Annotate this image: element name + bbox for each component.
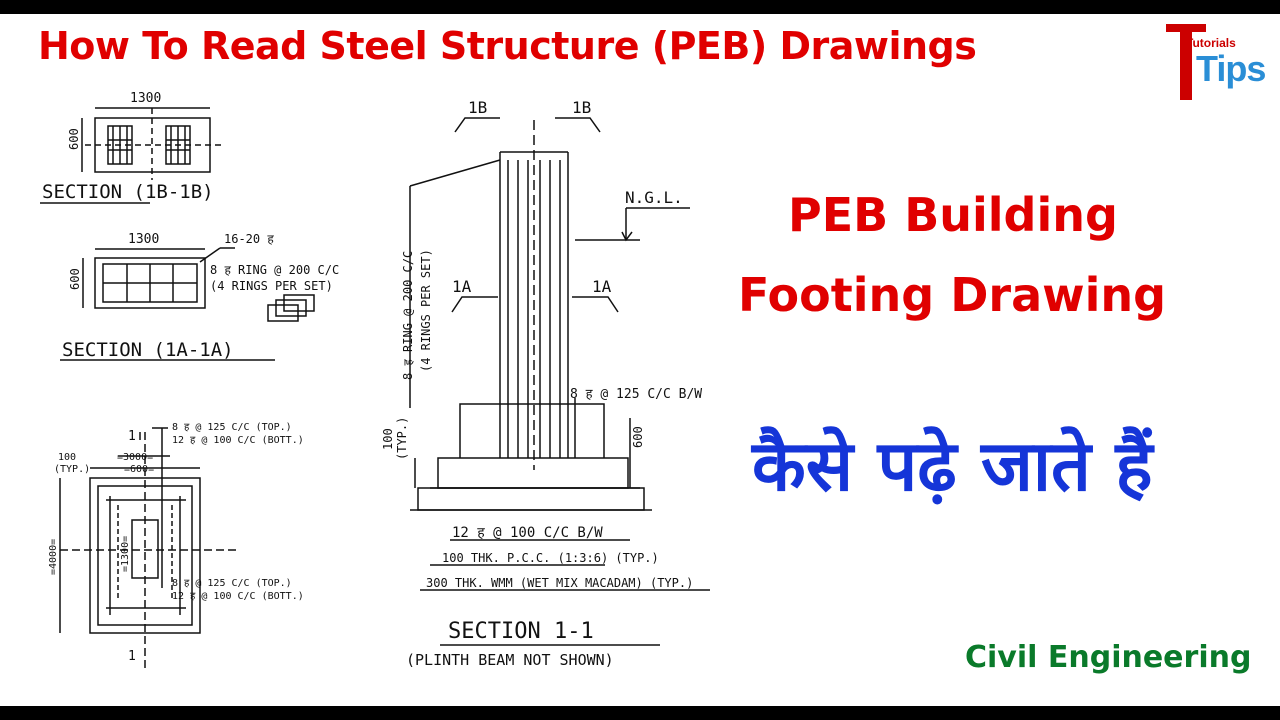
sec1b-title: SECTION (1B-1B)	[42, 181, 214, 203]
sec11-bw-top: 8 ह @ 125 C/C B/W	[570, 387, 702, 402]
civil-engineering-label: Civil Engineering	[965, 640, 1252, 675]
sec11-dim-100: 100	[381, 428, 395, 450]
plan-bottom-note1: 8 ह @ 125 C/C (TOP.)	[172, 578, 292, 589]
sec1a-width: 1300	[128, 232, 159, 247]
sec1b-width: 1300	[130, 91, 161, 106]
plan-dim-600: =600=	[124, 464, 154, 475]
sec11-title: SECTION 1-1	[448, 619, 594, 644]
logo-word: Tutorials	[1186, 36, 1236, 50]
sec11-subtitle: (PLINTH BEAM NOT SHOWN)	[406, 651, 614, 669]
sec11-ring-vertical1: 8 ह RING @ 200 C/C	[401, 251, 415, 380]
plan-offset-typ: (TYP.)	[54, 464, 90, 475]
tutorials-tips-logo	[1166, 24, 1206, 100]
plan-dim-3000: =3000=	[117, 452, 153, 463]
sec11-marker-1a-left: 1A	[452, 277, 472, 296]
sec11-wmm: 300 THK. WMM (WET MIX MACADAM) (TYP.)	[426, 576, 693, 590]
sec11-ngl: N.G.L.	[625, 188, 683, 207]
plan-offset: 100	[58, 452, 76, 463]
sec11-dim-600: 600	[631, 426, 645, 448]
plan-marker-top: 1	[128, 429, 136, 444]
sec1a-ring: 8 ह RING @ 200 C/C	[210, 263, 339, 277]
sec11-bw-bottom: 12 ह @ 100 C/C B/W	[452, 525, 603, 541]
sec11-marker-1b-left: 1B	[468, 98, 487, 117]
top-black-bar	[0, 0, 1280, 14]
plan-top-note1: 8 ह @ 125 C/C (TOP.)	[172, 422, 292, 433]
logo-tips: Tips	[1196, 48, 1266, 89]
sec1a-title: SECTION (1A-1A)	[62, 339, 234, 361]
headline-line1: PEB Building	[788, 188, 1118, 242]
sec11-ring-vertical2: (4 RINGS PER SET)	[419, 249, 433, 372]
headline-line2: Footing Drawing	[738, 268, 1167, 322]
sec1b-depth: 600	[67, 128, 81, 150]
bottom-black-bar	[0, 706, 1280, 720]
sec11-marker-1a-right: 1A	[592, 277, 612, 296]
sec1a-rings-set: (4 RINGS PER SET)	[210, 279, 333, 293]
sec11-marker-1b-right: 1B	[572, 98, 591, 117]
sec1a-bars: 16-20 ह	[224, 232, 274, 246]
plan-marker-bottom: 1	[128, 649, 136, 664]
sec11-dim-typ: (TYP.)	[395, 417, 409, 460]
hindi-text: कैसे पढ़े जाते हैं	[752, 425, 1153, 507]
sec1a-depth: 600	[68, 268, 82, 290]
sec11-pcc: 100 THK. P.C.C. (1:3:6) (TYP.)	[442, 551, 659, 565]
plan-top-note2: 12 ह @ 100 C/C (BOTT.)	[172, 435, 304, 446]
page-title: How To Read Steel Structure (PEB) Drawin…	[38, 24, 977, 68]
plan-bottom-note2: 12 ह @ 100 C/C (BOTT.)	[172, 591, 304, 602]
plan-dim-4000: =4000=	[48, 539, 59, 575]
plan-dim-1300: =1300=	[120, 536, 131, 572]
